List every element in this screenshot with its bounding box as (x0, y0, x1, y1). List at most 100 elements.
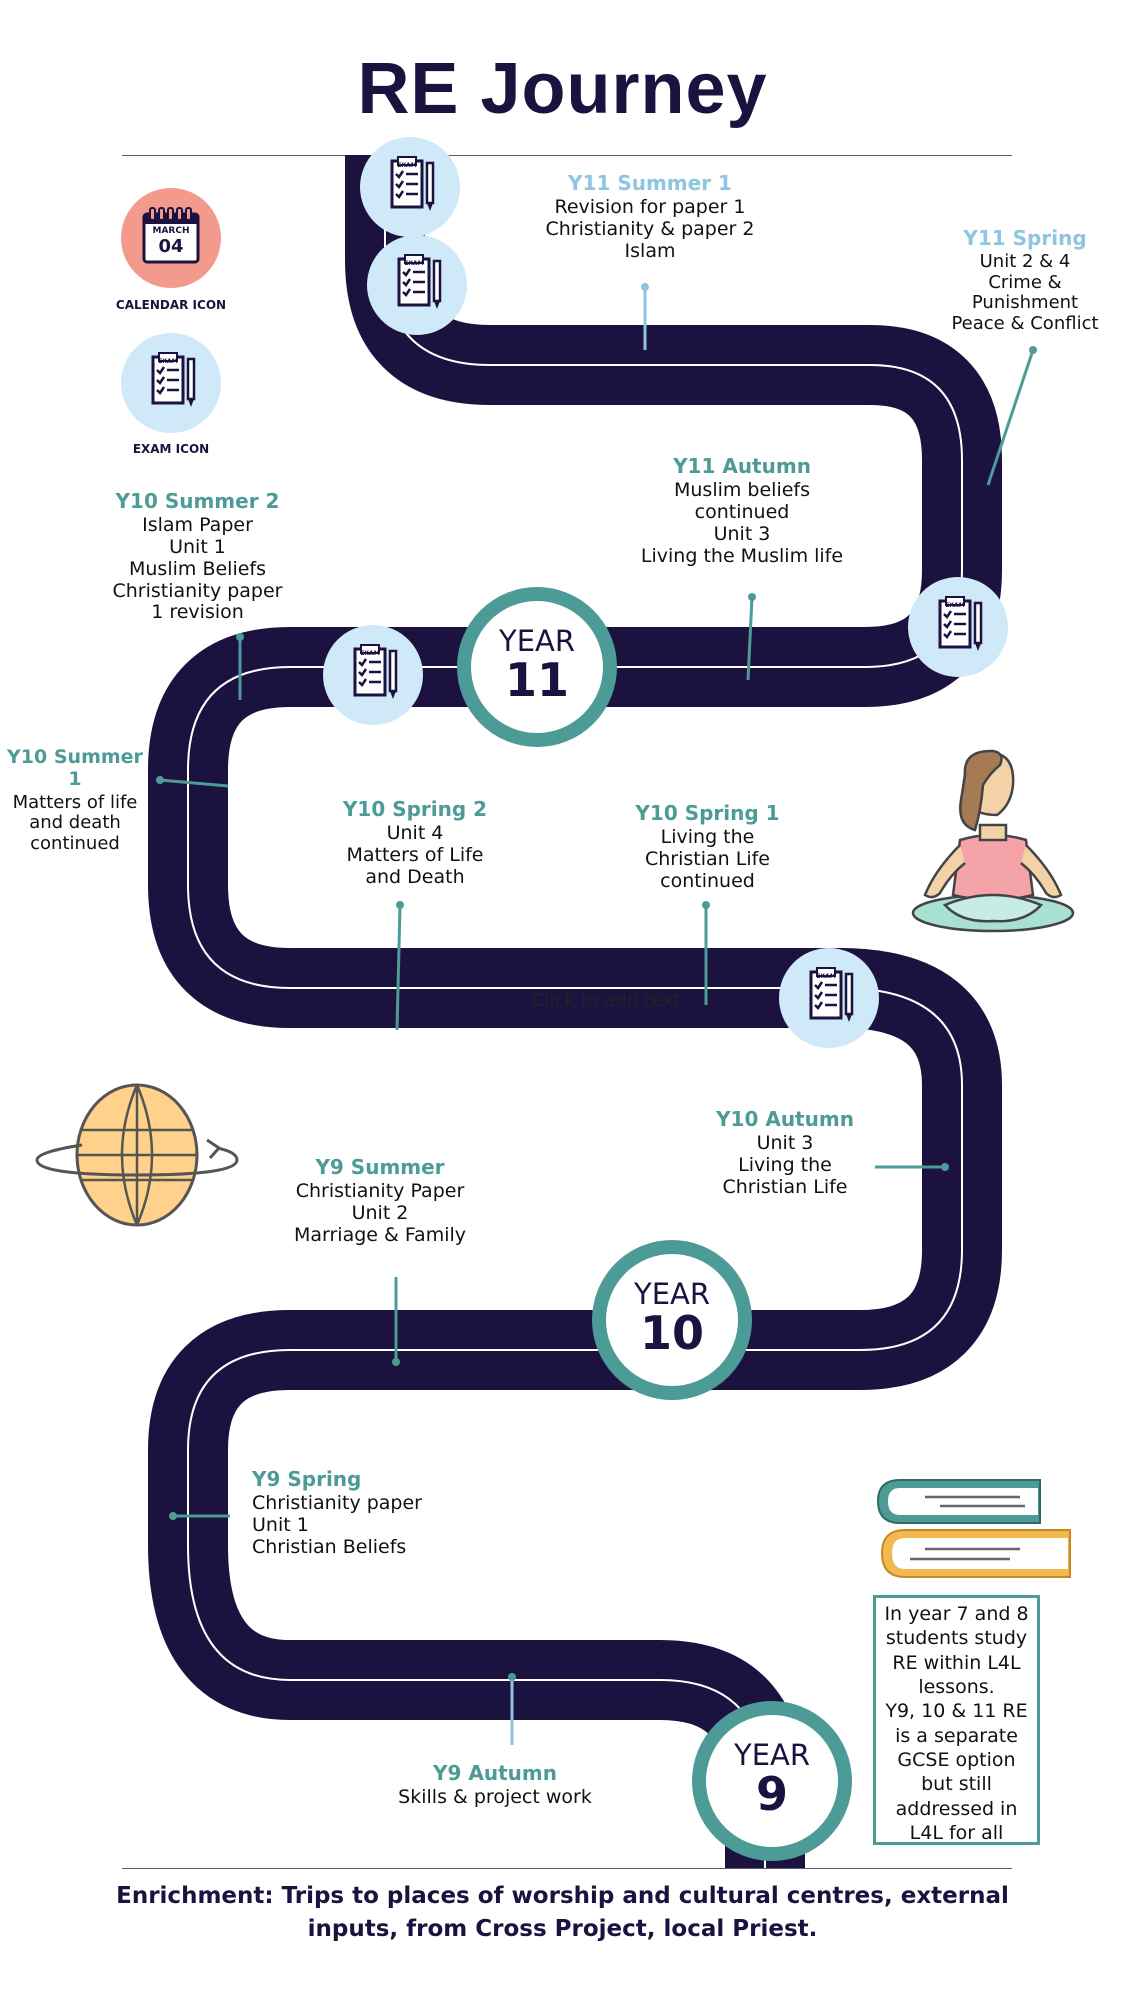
note-line: RE within L4L (892, 1651, 1021, 1674)
milestone-line: Muslim beliefs (673, 479, 811, 501)
enrichment-text: Enrichment: Trips to places of worship a… (100, 1880, 1025, 1947)
calendar-icon-caption: CALENDAR ICON (115, 298, 227, 312)
year-11-badge: YEAR 11 (457, 587, 617, 747)
milestone-line: Unit 3 (713, 522, 771, 545)
milestone-heading: Y11 Autumn (673, 454, 811, 478)
year-number: 11 (504, 653, 569, 707)
milestone-heading: Y10 Spring 1 (635, 801, 780, 825)
note-line: but still (921, 1773, 992, 1796)
milestone-y11-summer1: Y11 Summer 1 Revision for paper 1 Christ… (525, 172, 775, 263)
exam-icon-caption: EXAM ICON (132, 442, 210, 456)
note-line: students study (885, 1627, 1028, 1650)
milestone-line: continued (30, 833, 120, 855)
milestone-y10-summer2: Y10 Summer 2 Islam Paper Unit 1 Muslim B… (90, 490, 305, 624)
exam-icon-word: EXAM (158, 358, 178, 365)
exam-icon-word: EXAM (816, 973, 836, 980)
note-line: In year 7 and 8 (884, 1603, 1029, 1625)
milestone-line: Islam Paper (142, 514, 253, 536)
page-title: RE Journey (357, 49, 768, 129)
year-word: YEAR (498, 624, 576, 658)
note-line: L4L for all (909, 1821, 1004, 1844)
milestone-line: 1 revision (151, 601, 244, 624)
year-number: 9 (755, 1767, 788, 1821)
exam-icon: EXAM (323, 625, 423, 725)
enrichment-line: inputs, from Cross Project, local Priest… (307, 1916, 818, 1943)
milestone-line: Marriage & Family (293, 1223, 467, 1246)
milestone-line: Revision for paper 1 (554, 196, 746, 218)
milestone-heading: Y10 Autumn (716, 1107, 854, 1131)
milestone-y10-spring2: Y10 Spring 2 Unit 4 Matters of Life and … (310, 798, 520, 889)
milestone-line: Christian Beliefs (252, 1535, 407, 1558)
milestone-heading: Y10 Spring 2 (342, 797, 488, 821)
note-line: addressed in (895, 1797, 1018, 1820)
milestone-y11-autumn: Y11 Autumn Muslim beliefs continued Unit… (612, 455, 872, 567)
top-divider (122, 155, 1012, 156)
note-line: lessons. (918, 1675, 995, 1698)
milestone-line: Crime & (988, 271, 1062, 293)
milestone-heading: Y10 Summer 1 (7, 746, 143, 790)
exam-icon-word: EXAM (404, 260, 424, 267)
milestone-line: Skills & project work (398, 1786, 592, 1808)
exam-icon-word: EXAM (397, 162, 417, 169)
milestone-line: Punishment (971, 292, 1079, 314)
milestone-y9-spring: Y9 Spring Christianity paper Unit 1 Chri… (252, 1468, 452, 1559)
exam-icon-legend: EXAM (121, 333, 221, 433)
milestone-line: Christian Life (722, 1175, 848, 1198)
milestone-line: Living the (738, 1153, 832, 1176)
milestone-line: Unit 4 (386, 822, 444, 844)
year-word: YEAR (733, 1738, 811, 1772)
milestone-line: Unit 2 (351, 1201, 409, 1224)
milestone-line: Matters of life (12, 791, 138, 813)
milestone-heading: Y9 Summer (315, 1155, 445, 1179)
milestone-line: and Death (365, 865, 465, 888)
milestone-line: continued (660, 869, 755, 892)
meditation-figure-icon (911, 749, 1075, 933)
milestone-line: Peace & Conflict (951, 313, 1099, 335)
exam-icon-word: EXAM (945, 602, 965, 609)
milestone-line: Unit 3 (756, 1132, 814, 1154)
exam-icon: EXAM (367, 235, 467, 335)
milestone-y10-spring1: Y10 Spring 1 Living the Christian Life c… (610, 802, 805, 893)
milestone-line: Living the Muslim life (640, 544, 844, 567)
milestone-y10-summer1: Y10 Summer 1 Matters of life and death c… (0, 746, 150, 855)
milestone-heading: Y11 Spring (963, 226, 1087, 250)
year-word: YEAR (633, 1277, 711, 1311)
note-line: Y9, 10 & 11 RE (885, 1700, 1028, 1723)
milestone-line: Living the (660, 826, 755, 848)
year-number: 10 (639, 1306, 704, 1360)
milestone-heading: Y9 Autumn (433, 1761, 557, 1785)
milestone-y10-autumn: Y10 Autumn Unit 3 Living the Christian L… (690, 1108, 880, 1199)
milestone-line: Muslim Beliefs (129, 557, 266, 580)
enrichment-line: Enrichment: Trips to places of worship a… (116, 1883, 1009, 1909)
calendar-day: 04 (158, 236, 184, 257)
milestone-line: Islam (624, 239, 676, 262)
info-note-box: In year 7 and 8 students study RE within… (873, 1595, 1040, 1845)
exam-icon: EXAM (908, 577, 1008, 677)
milestone-heading: Y11 Summer 1 (568, 171, 732, 195)
exam-icon: EXAM (360, 137, 460, 237)
milestone-heading: Y9 Spring (252, 1467, 362, 1491)
milestone-line: Christianity paper (112, 579, 283, 602)
milestone-y9-autumn: Y9 Autumn Skills & project work (380, 1762, 610, 1809)
milestone-line: Christianity & paper 2 (545, 217, 755, 240)
milestone-y9-summer: Y9 Summer Christianity Paper Unit 2 Marr… (270, 1156, 490, 1247)
milestone-heading: Y10 Summer 2 (115, 489, 280, 513)
milestone-y11-spring: Y11 Spring Unit 2 & 4 Crime & Punishment… (935, 227, 1115, 335)
milestone-line: Christianity Paper (295, 1180, 465, 1202)
milestone-line: continued (694, 500, 790, 523)
year-10-badge: YEAR 10 (592, 1240, 752, 1400)
milestone-line: Matters of Life (346, 843, 484, 866)
milestone-line: Christianity paper (252, 1492, 422, 1514)
calendar-month: MARCH (152, 226, 190, 236)
exam-icon: EXAM (779, 948, 879, 1048)
milestone-line: and death (29, 812, 121, 834)
milestone-line: Christian Life (645, 847, 770, 870)
bottom-divider (122, 1868, 1012, 1869)
placeholder-text[interactable]: Click to add text (532, 990, 680, 1011)
exam-icon-word: EXAM (360, 650, 380, 657)
note-line: is a separate (895, 1724, 1018, 1747)
calendar-icon: MARCH 04 (121, 188, 221, 288)
milestone-line: Unit 1 (252, 1513, 309, 1536)
milestone-line: Unit 1 (169, 535, 226, 558)
